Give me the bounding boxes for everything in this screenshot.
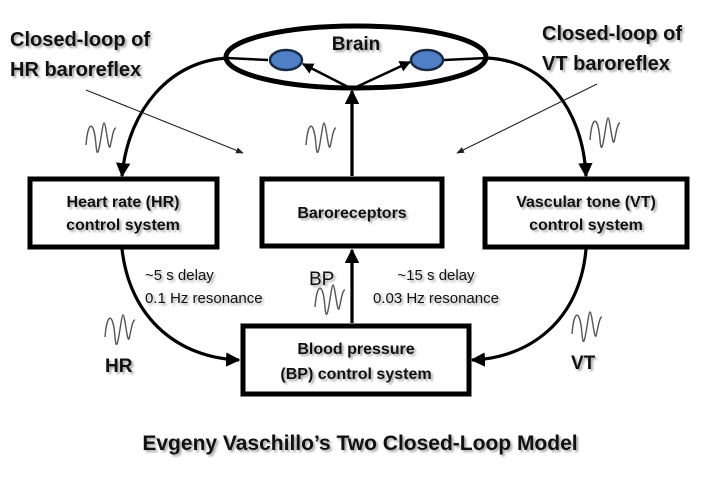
vt-loop-label-line1: Closed-loop of [542, 23, 682, 45]
hr-efferent-arc [116, 56, 230, 178]
hr-loop-label-line2: HR baroreflex [10, 59, 141, 81]
vt-delay-text: ~15 s delay [397, 267, 475, 284]
baroreceptors-label: Baroreceptors [297, 205, 406, 222]
hr-loop-pointer [85, 89, 244, 154]
vt-wave-icon [571, 311, 603, 343]
baroreceptors-box [259, 176, 445, 249]
vt-loop-pointer [456, 83, 598, 154]
hr-delay-text: ~5 s delay [145, 267, 214, 284]
brain-branch-left [301, 62, 353, 91]
vt-to-bp-arc [470, 248, 588, 367]
bp-box-line1: Blood pressure [297, 341, 414, 358]
hr-to-bp-arc [120, 248, 241, 367]
hr-efferent-wave-icon [85, 122, 117, 154]
hr-box-line2: control system [66, 217, 180, 234]
brain-hr-node [268, 48, 304, 72]
vt-efferent-wave-icon [589, 117, 621, 149]
vt-resonance-text: 0.03 Hz resonance [373, 290, 499, 307]
hr-signal-label: HR [105, 356, 133, 377]
brain-branch-right [351, 60, 412, 91]
hr-control-box [27, 176, 220, 250]
brain-vt-node [409, 48, 445, 72]
hr-resonance-text: 0.1 Hz resonance [145, 290, 263, 307]
bp-control-box [240, 323, 472, 397]
bp-signal-label: BP [309, 269, 334, 290]
bp-box-line2: (BP) control system [280, 366, 431, 383]
vt-control-box [482, 176, 690, 250]
brain-label: Brain [332, 34, 381, 55]
brain-right-link [443, 56, 488, 62]
vt-efferent-arc [485, 56, 593, 178]
afferent-wave-icon [305, 122, 337, 154]
diagram-title: Evgeny Vaschillo’s Two Closed-Loop Model [142, 432, 577, 455]
hr-wave-icon [104, 314, 136, 346]
hr-loop-label-line1: Closed-loop of [10, 29, 150, 51]
vt-box-line2: control system [529, 217, 643, 234]
vt-loop-label-line2: VT baroreflex [542, 53, 670, 75]
hr-box-line1: Heart rate (HR) [67, 194, 180, 211]
vt-signal-label: VT [571, 353, 596, 374]
vt-box-line1: Vascular tone (VT) [516, 194, 656, 211]
brain-left-link [226, 56, 269, 62]
bp-wave-icon [314, 284, 346, 316]
